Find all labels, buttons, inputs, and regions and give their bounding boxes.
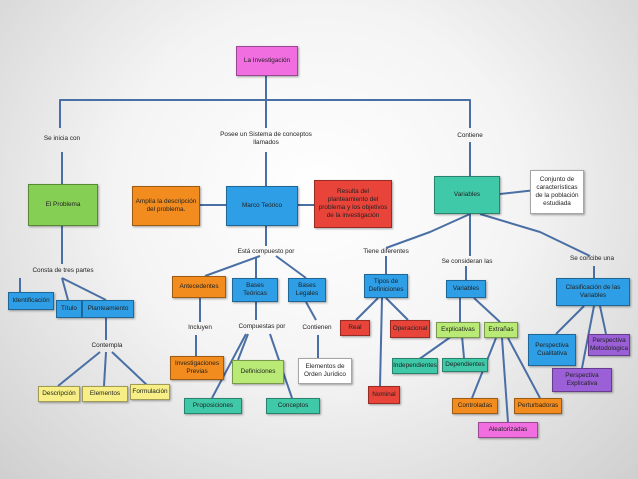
node-variables: Variables — [434, 176, 500, 214]
node-perturbadoras: Perturbadoras — [514, 398, 562, 414]
node-conceptos: Conceptos — [266, 398, 320, 414]
node-amplia: Amplía la descripción del problema. — [132, 186, 200, 226]
node-variables-sub: Variables — [446, 280, 486, 298]
node-controladas: Controladas — [452, 398, 498, 414]
node-bases-legales: Bases Legales — [288, 278, 326, 302]
node-aleatorizadas: Aleatorizadas — [478, 422, 538, 438]
node-real: Real — [340, 320, 370, 336]
label-compuesto: Está compuesto por — [237, 248, 295, 255]
node-explicativas: Explicativas — [436, 322, 480, 338]
node-investigaciones: Investigaciones Previas — [170, 356, 224, 380]
label-contienen: Contienen — [302, 324, 332, 331]
node-perspectiva-cualitativa: Perspectiva Cualitativa — [528, 334, 576, 366]
label-se-concibe: Se concibe una — [569, 255, 615, 262]
label-consta: Consta de tres partes — [32, 267, 94, 274]
node-perspectiva-explicativa: Perspectiva Explicativa — [552, 368, 612, 392]
label-tiene-diferentes: Tiene diferentes — [363, 248, 409, 255]
node-formulacion: Formulación — [130, 384, 170, 400]
node-bases-teoricas: Bases Teóricas — [232, 278, 278, 302]
label-compuestas: Compuestas por — [238, 323, 286, 330]
node-tipos-definiciones: Tipos de Definiciones — [364, 274, 408, 298]
node-marco-teorico: Marco Teórico — [226, 186, 298, 226]
node-identificacion: Identificación — [8, 292, 54, 310]
node-proposiciones: Proposiciones — [184, 398, 242, 414]
root-node: La Investigación — [236, 46, 298, 76]
label-contiene: Contiene — [457, 132, 483, 139]
node-conjunto: Conjunto de características de la poblac… — [530, 170, 584, 214]
node-resulta: Resulta del planteamiento del problema y… — [314, 180, 392, 228]
label-se-inicia-con: Se inicia con — [43, 135, 81, 142]
node-dependientes: Dependientes — [442, 358, 488, 372]
node-elementos-juridico: Elementos de Orden Jurídico — [298, 358, 352, 384]
node-elementos: Elementos — [82, 386, 128, 402]
node-perspectiva-metodologica: Perspectiva Metodologica — [588, 334, 630, 356]
label-contempla: Contempla — [91, 342, 123, 349]
node-planteamiento: Planteamiento — [82, 300, 134, 318]
node-nominal: Nominal — [368, 386, 400, 404]
node-titulo: Título — [56, 300, 82, 318]
node-operacional: Operacional — [390, 320, 430, 338]
node-extranas: Extrañas — [484, 322, 518, 338]
node-antecedentes: Antecedentes — [172, 276, 226, 298]
label-incluyen: Incluyen — [188, 324, 212, 331]
label-posee: Posee un Sistema de conceptos llamados — [220, 131, 312, 146]
node-el-problema: El Problema — [28, 184, 98, 226]
node-independientes: Independientes — [392, 358, 438, 374]
node-definiciones: Definiciones — [232, 360, 284, 384]
label-se-consideran: Se consideran las — [441, 258, 493, 265]
node-clasificacion: Clasificación de las Variables — [556, 278, 630, 306]
node-descripcion: Descripción — [38, 386, 80, 402]
